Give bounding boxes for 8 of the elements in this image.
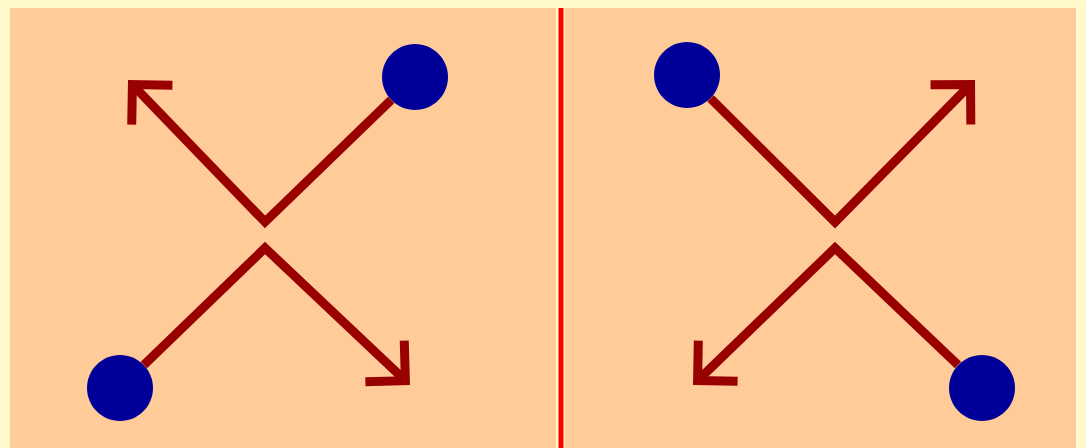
dot [654,42,720,108]
arrow [127,80,395,229]
arrow [693,241,962,386]
arrow [707,80,976,229]
arrow [140,241,410,387]
dot [382,44,448,110]
dot [949,355,1015,421]
dot [87,355,153,421]
